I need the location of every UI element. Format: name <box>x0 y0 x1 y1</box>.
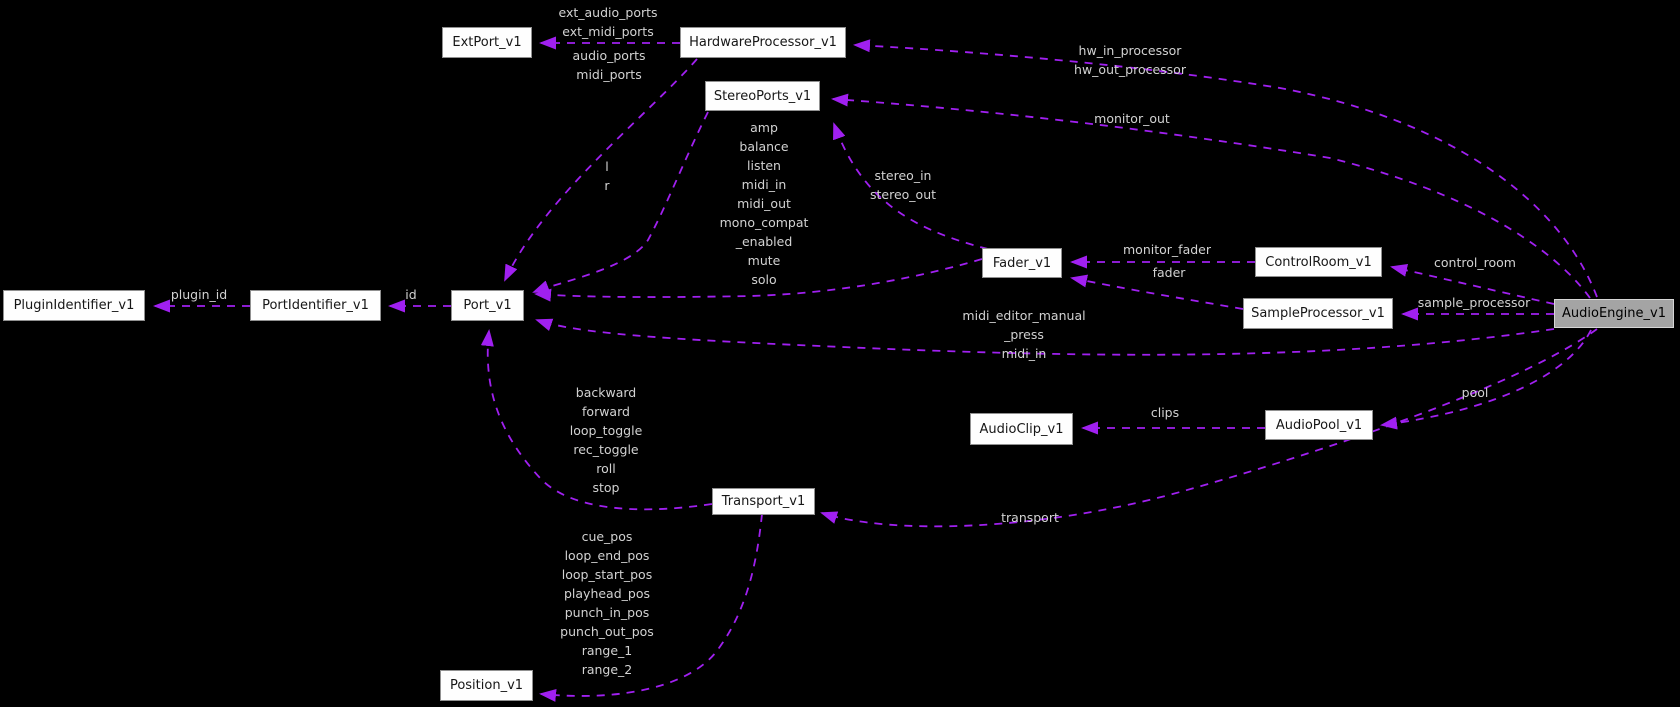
edge-label-positions: cue_pos loop_end_pos loop_start_pos play… <box>560 529 654 677</box>
edge-label-l-r: l r <box>604 159 610 193</box>
node-port[interactable]: Port_v1 <box>451 290 524 321</box>
node-extport[interactable]: ExtPort_v1 <box>442 27 532 58</box>
node-sampleprocessor[interactable]: SampleProcessor_v1 <box>1243 298 1393 329</box>
edge-audioengine-stereoports <box>831 93 1591 299</box>
edge-audioengine-transport <box>820 328 1598 528</box>
node-pluginidentifier[interactable]: PluginIdentifier_v1 <box>3 290 145 321</box>
edge-label-monitor-out: monitor_out <box>1094 111 1170 126</box>
edge-label-id: id <box>405 287 417 302</box>
edge-label-transport-controls: backward forward loop_toggle rec_toggle … <box>569 385 643 495</box>
node-fader[interactable]: Fader_v1 <box>982 248 1062 278</box>
edge-label-midi-editor: midi_editor_manual _press midi_in <box>962 308 1086 361</box>
edge-label-fader: fader <box>1152 265 1186 280</box>
edge-label-sample-processor: sample_processor <box>1417 295 1531 310</box>
node-transport[interactable]: Transport_v1 <box>712 488 815 515</box>
edge-transport-port <box>480 329 713 511</box>
edge-label-monitor-fader: monitor_fader <box>1123 242 1211 257</box>
node-audioengine-current[interactable]: AudioEngine_v1 <box>1554 299 1674 328</box>
edge-label-plugin-id: plugin_id <box>170 287 228 302</box>
edge-label-hw-processors: hw_in_processor hw_out_processor <box>1074 43 1186 77</box>
edge-sampleprocessor-fader <box>1070 274 1244 310</box>
edge-label-pool: pool <box>1461 385 1489 400</box>
edge-label-transport: transport <box>1001 510 1059 525</box>
node-audiopool[interactable]: AudioPool_v1 <box>1265 410 1373 440</box>
node-controlroom[interactable]: ControlRoom_v1 <box>1255 247 1382 277</box>
edge-label-control-room: control_room <box>1434 255 1516 270</box>
edge-fader-stereoports <box>833 122 989 250</box>
edge-audioengine-audiopool <box>1380 329 1592 430</box>
edge-transport-position <box>539 513 763 702</box>
node-hardwareprocessor[interactable]: HardwareProcessor_v1 <box>680 27 846 58</box>
edge-label-clips: clips <box>1150 405 1180 420</box>
edge-hardwareprocessor-port <box>504 58 698 282</box>
edge-fader-port <box>534 258 983 302</box>
node-stereoports[interactable]: StereoPorts_v1 <box>705 81 820 111</box>
edge-audioengine-controlroom <box>1390 263 1555 305</box>
edge-stereoports-port <box>532 111 709 293</box>
node-position[interactable]: Position_v1 <box>440 670 533 701</box>
edge-label-stereo-in-out: stereo_in stereo_out <box>869 168 937 202</box>
node-portidentifier[interactable]: PortIdentifier_v1 <box>250 290 381 321</box>
edge-label-ext-ports: ext_audio_ports ext_midi_ports <box>558 5 658 39</box>
edge-audioengine-hardwareprocessor <box>853 39 1598 298</box>
edge-label-fader-ports: amp balance listen midi_in midi_out mono… <box>719 120 809 287</box>
edge-label-audio-midi-ports: audio_ports midi_ports <box>572 48 646 82</box>
node-audioclip[interactable]: AudioClip_v1 <box>970 413 1073 445</box>
